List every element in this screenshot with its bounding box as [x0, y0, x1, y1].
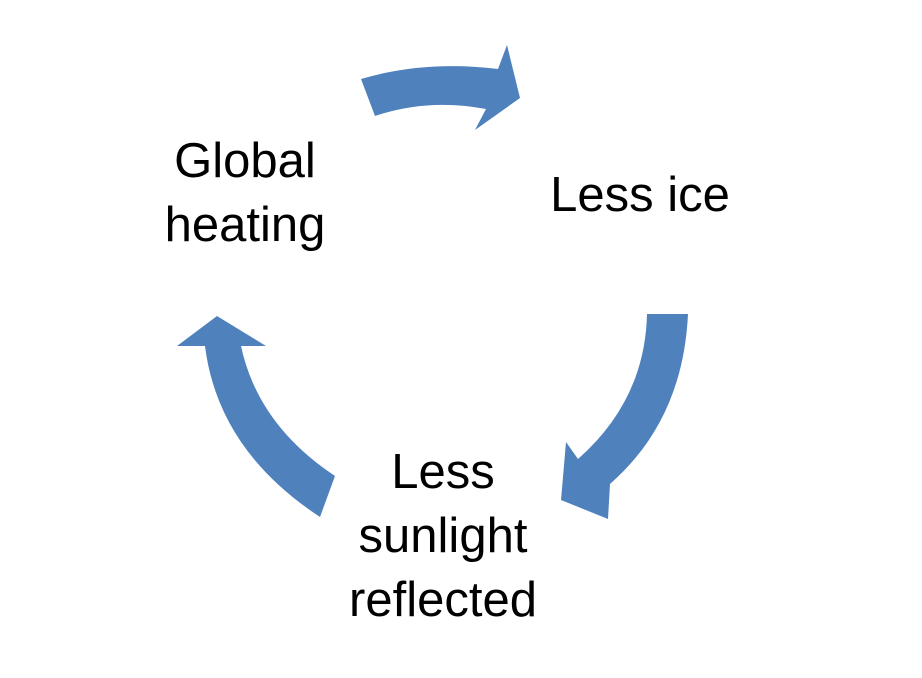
arrow-less-ice-to-less-sunlight — [561, 314, 688, 519]
node-global-heating-line-2: heating — [164, 198, 326, 252]
arrow-less-sunlight-to-global-heating — [177, 316, 335, 517]
node-less-ice: Less ice — [530, 163, 750, 227]
node-less-sunlight-line-3: reflected — [349, 573, 537, 627]
node-less-sunlight-reflected: Less sunlight reflected — [318, 440, 568, 632]
node-less-sunlight-line-1: Less — [391, 445, 495, 499]
node-global-heating: Global heating — [135, 129, 355, 257]
node-less-ice-line-1: Less ice — [550, 168, 730, 222]
node-less-sunlight-line-2: sunlight — [358, 509, 528, 563]
node-global-heating-line-1: Global — [174, 134, 316, 188]
arrow-global-heating-to-less-ice — [361, 45, 520, 130]
